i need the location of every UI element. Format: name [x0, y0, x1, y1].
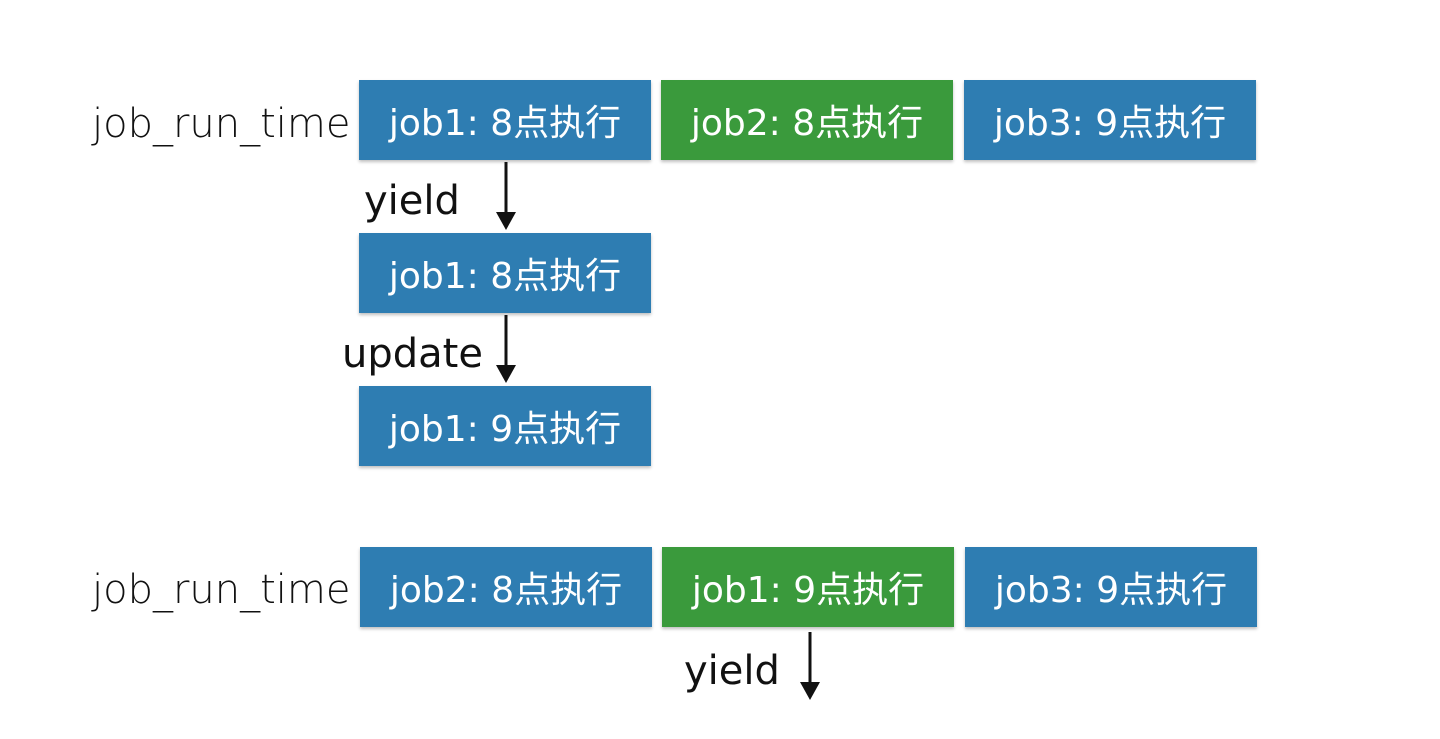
bottom-row-label: job_run_time [92, 567, 351, 613]
bottom-box-job2: job2: 8点执行 [360, 547, 652, 627]
top-box-job2: job2: 8点执行 [661, 80, 953, 160]
top-box-job3: job3: 9点执行 [964, 80, 1256, 160]
flow-box-job1-8: job1: 8点执行 [359, 233, 651, 313]
down-arrow-icon [800, 632, 820, 700]
update-label: update [342, 331, 483, 377]
flow-box-job1-9: job1: 9点执行 [359, 386, 651, 466]
top-row-label: job_run_time [92, 101, 351, 147]
down-arrow-icon [496, 315, 516, 383]
bottom-box-job3: job3: 9点执行 [965, 547, 1257, 627]
bottom-box-job1: job1: 9点执行 [662, 547, 954, 627]
top-box-job1: job1: 8点执行 [359, 80, 651, 160]
yield-label-bottom: yield [684, 648, 780, 694]
down-arrow-icon [496, 162, 516, 230]
yield-label-top: yield [364, 178, 460, 224]
